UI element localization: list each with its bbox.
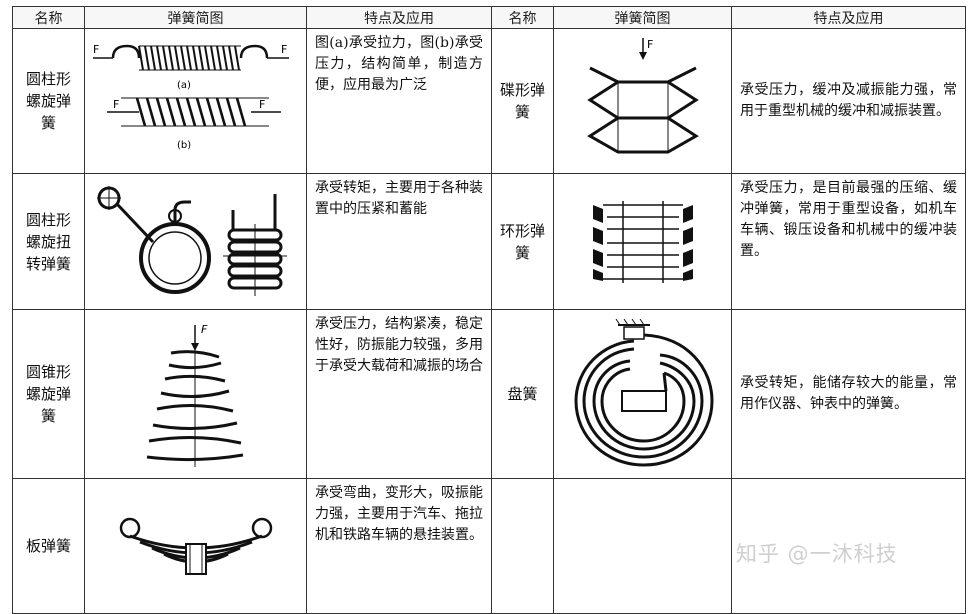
spiral-spring-desc: 承受转矩，能储存较大的能量，常用作仪器、钟表中的弹簧。: [731, 309, 966, 479]
cylindrical-helical-spring-name: 圆柱形螺旋弹簧: [12, 28, 85, 174]
cylindrical-helical-spring-diagram: F F (a) F: [84, 28, 307, 174]
ring-spring-name: 环形弹簧: [491, 173, 554, 310]
force-label: F: [201, 323, 208, 336]
torsion-spring-diagram: [84, 173, 307, 310]
table-row: 板弹簧 承受弯曲，变形大，吸振能力强，主要用于汽车、拖拉机和铁路车辆的悬挂装置。: [12, 478, 966, 614]
header-diagram: 弹簧简图: [84, 6, 307, 29]
force-label: F: [259, 98, 265, 111]
force-label: F: [93, 43, 99, 56]
force-label: F: [113, 98, 119, 111]
leaf-spring-desc: 承受弯曲，变形大，吸振能力强，主要用于汽车、拖拉机和铁路车辆的悬挂装置。: [306, 478, 492, 614]
empty-desc-cell: [731, 478, 966, 614]
header-diagram-2: 弹簧简图: [553, 6, 732, 29]
spiral-spring-diagram: [553, 309, 732, 479]
torsion-spring-figure: [96, 185, 287, 296]
cylindrical-helical-spring-desc: 图(a)承受拉力，图(b)承受压力，结构简单，制造方便，应用最为广泛: [306, 28, 492, 174]
torsion-spring-desc: 承受转矩，主要用于各种装置中的压紧和蓄能: [306, 173, 492, 310]
spring-table: 名称 弹簧简图 特点及应用 名称 弹簧简图 特点及应用 圆柱形螺旋弹簧 F: [12, 6, 966, 614]
spiral-spring-name: 盘簧: [491, 309, 554, 479]
label-b: (b): [177, 140, 191, 151]
label-a: (a): [177, 80, 191, 91]
ring-spring-desc: 承受压力，是目前最强的压缩、缓冲弹簧，常用于重型设备，如机车车辆、锻压设备和机械…: [731, 173, 966, 310]
header-row: 名称 弹簧简图 特点及应用 名称 弹簧简图 特点及应用: [12, 6, 966, 29]
header-features: 特点及应用: [306, 6, 492, 29]
ring-spring-figure: [592, 200, 693, 283]
header-name: 名称: [12, 6, 85, 29]
empty-diagram-cell: [553, 478, 732, 614]
disc-spring-desc: 承受压力，缓冲及减振能力强，常用于重型机械的缓冲和减振装置。: [731, 28, 966, 174]
header-name-2: 名称: [491, 6, 554, 29]
empty-name-cell: [491, 478, 554, 614]
ring-spring-diagram: [553, 173, 732, 310]
force-label: F: [647, 38, 653, 51]
leaf-spring-figure: [119, 517, 272, 575]
leaf-spring-name: 板弹簧: [12, 478, 85, 614]
watermark: 知乎 @一沐科技: [736, 542, 898, 566]
torsion-spring-name: 圆柱形螺旋扭转弹簧: [12, 173, 85, 310]
conical-spring-figure: F: [146, 323, 243, 467]
table-row: 圆柱形螺旋弹簧 F F (a): [12, 28, 966, 174]
conical-spring-name: 圆锥形螺旋弹簧: [12, 309, 85, 479]
leaf-spring-diagram: [84, 478, 307, 614]
table-row: 圆锥形螺旋弹簧 F 承受压力，结构紧凑，稳定性好，防振能力较强: [12, 309, 966, 479]
disc-spring-figure: F: [586, 38, 699, 154]
helical-spring-figure: F F (a) F: [92, 43, 289, 151]
conical-spring-diagram: F: [84, 309, 307, 479]
force-label: F: [281, 43, 287, 56]
disc-spring-name: 碟形弹簧: [491, 28, 554, 174]
header-features-2: 特点及应用: [731, 6, 966, 29]
disc-spring-diagram: F: [553, 28, 732, 174]
spiral-spring-figure: [573, 319, 714, 467]
conical-spring-desc: 承受压力，结构紧凑，稳定性好，防振能力较强，多用于承受大载荷和减振的场合: [306, 309, 492, 479]
table-row: 圆柱形螺旋扭转弹簧: [12, 173, 966, 310]
